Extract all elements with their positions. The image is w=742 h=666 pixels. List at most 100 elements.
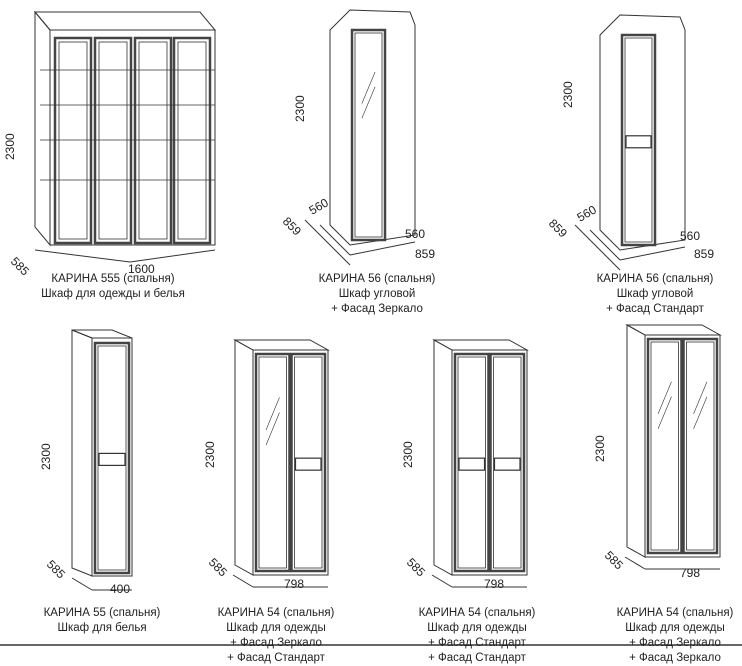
door-frame [620, 33, 657, 247]
cabinet-top [33, 11, 217, 31]
decor-insert [458, 457, 486, 471]
dim-depth-left: 560 [575, 202, 600, 224]
door-panel [98, 41, 128, 240]
product-name: КАРИНА 56 (спальня) [596, 273, 714, 285]
product-desc: Шкаф угловой [616, 288, 694, 300]
product-desc: Шкаф угловой [338, 288, 416, 300]
door-frame [93, 36, 133, 245]
dim-height: 2300 [561, 81, 575, 108]
product-facade: + Фасад Стандарт [606, 303, 704, 315]
dim-height: 2300 [593, 435, 607, 462]
corner-cabinet [329, 9, 416, 246]
decor-insert [98, 452, 126, 466]
door-panel [258, 356, 287, 569]
mirror-reflection [265, 412, 280, 446]
door-frame [350, 28, 387, 242]
product-facade: + Фасад Зеркало [629, 652, 721, 664]
door-frame [172, 36, 212, 245]
mirror-reflection [693, 396, 708, 429]
caption-karina-54-mirror-mirror: КАРИНА 54 (спальня) Шкаф для одежды + Фа… [565, 606, 742, 666]
door-panel [177, 41, 207, 240]
cabinet-side [34, 10, 51, 247]
cabinet-side [71, 329, 93, 577]
door-panel [294, 356, 323, 569]
dim-height: 2300 [3, 133, 17, 160]
cabinet-top [233, 339, 330, 351]
product-name: КАРИНА 56 (спальня) [318, 273, 436, 285]
dim-depth-right: 560 [680, 229, 700, 243]
product-facade: + Фасад Стандарт [428, 652, 526, 664]
dim-width-left: 859 [280, 214, 304, 238]
mirror-reflection [265, 397, 280, 431]
product-facade: + Фасад Стандарт [227, 652, 325, 664]
door-frame [453, 352, 490, 573]
product-facade: + Фасад Зеркало [629, 637, 721, 649]
product-desc: Шкаф для белья [57, 622, 147, 634]
mirror-reflection [657, 396, 672, 429]
dim-depth: 585 [602, 548, 626, 572]
product-desc: Шкаф для одежды [625, 622, 725, 634]
dimension-line [574, 224, 621, 271]
dim-depth-left: 560 [307, 195, 332, 217]
product-name: КАРИНА 555 (спальня) [51, 273, 175, 285]
caption-karina-555: КАРИНА 555 (спальня) Шкаф для одежды и б… [3, 272, 223, 302]
mirror-reflection [693, 381, 708, 415]
product-name: КАРИНА 54 (спальня) [217, 607, 335, 619]
product-facade: + Фасад Зеркало [331, 303, 423, 315]
product-facade: + Фасад Стандарт [428, 637, 526, 649]
door-frame [254, 352, 291, 573]
caption-karina-55: КАРИНА 55 (спальня) Шкаф для белья [0, 606, 212, 636]
mirror-reflection [361, 86, 376, 119]
dimension-line [624, 556, 646, 570]
door-panel [97, 345, 127, 571]
product-desc: Шкаф для одежды [226, 622, 326, 634]
dimension-line [431, 574, 453, 588]
cabinet-top [71, 329, 133, 339]
dimension-line [71, 577, 93, 591]
cabinet-top [432, 339, 529, 351]
door-frame [489, 352, 526, 573]
product-desc: Шкаф для одежды [427, 622, 527, 634]
door-frame [682, 337, 719, 555]
door-panel [650, 341, 679, 551]
decor-insert [625, 135, 652, 149]
dimension-line [589, 229, 621, 261]
dimension-line [129, 249, 216, 263]
dim-width-left: 859 [546, 216, 570, 240]
mirror-reflection [361, 71, 376, 104]
decor-insert [294, 457, 322, 471]
product-facade: + Фасад Зеркало [230, 637, 322, 649]
door-panel [354, 32, 383, 238]
door-panel [493, 356, 522, 569]
cabinet-side [626, 324, 646, 558]
dim-height: 2300 [39, 443, 53, 470]
dim-width: 798 [680, 566, 700, 580]
dim-width: 400 [110, 582, 130, 596]
door-panel [457, 356, 486, 569]
caption-karina-56-mirror: КАРИНА 56 (спальня) Шкаф угловой + Фасад… [267, 272, 487, 317]
door-frame [646, 337, 683, 555]
mirror-reflection [657, 381, 672, 415]
door-panel [58, 41, 88, 240]
dim-depth-right: 560 [405, 227, 425, 241]
product-name: КАРИНА 54 (спальня) [418, 607, 536, 619]
dim-width: 798 [484, 577, 504, 591]
product-desc: Шкаф для одежды и белья [41, 288, 185, 300]
dim-depth: 585 [404, 555, 428, 579]
cabinet-front [49, 29, 216, 246]
product-name: КАРИНА 54 (спальня) [616, 607, 734, 619]
dim-depth: 585 [206, 555, 230, 579]
corner-cabinet [599, 14, 686, 251]
cabinet-side [433, 339, 453, 576]
door-panel [686, 341, 715, 551]
dim-height: 2300 [293, 95, 307, 122]
dim-width: 798 [284, 577, 304, 591]
dim-depth: 585 [44, 557, 68, 581]
product-name: КАРИНА 55 (спальня) [43, 607, 161, 619]
cabinet-side [234, 339, 254, 576]
caption-karina-54-mirror-standard: КАРИНА 54 (спальня) Шкаф для одежды + Фа… [166, 606, 386, 666]
caption-karina-54-standard-standard: КАРИНА 54 (спальня) Шкаф для одежды + Фа… [367, 606, 587, 666]
dim-height: 2300 [203, 441, 217, 468]
caption-karina-56-standard: КАРИНА 56 (спальня) Шкаф угловой + Фасад… [545, 272, 742, 317]
